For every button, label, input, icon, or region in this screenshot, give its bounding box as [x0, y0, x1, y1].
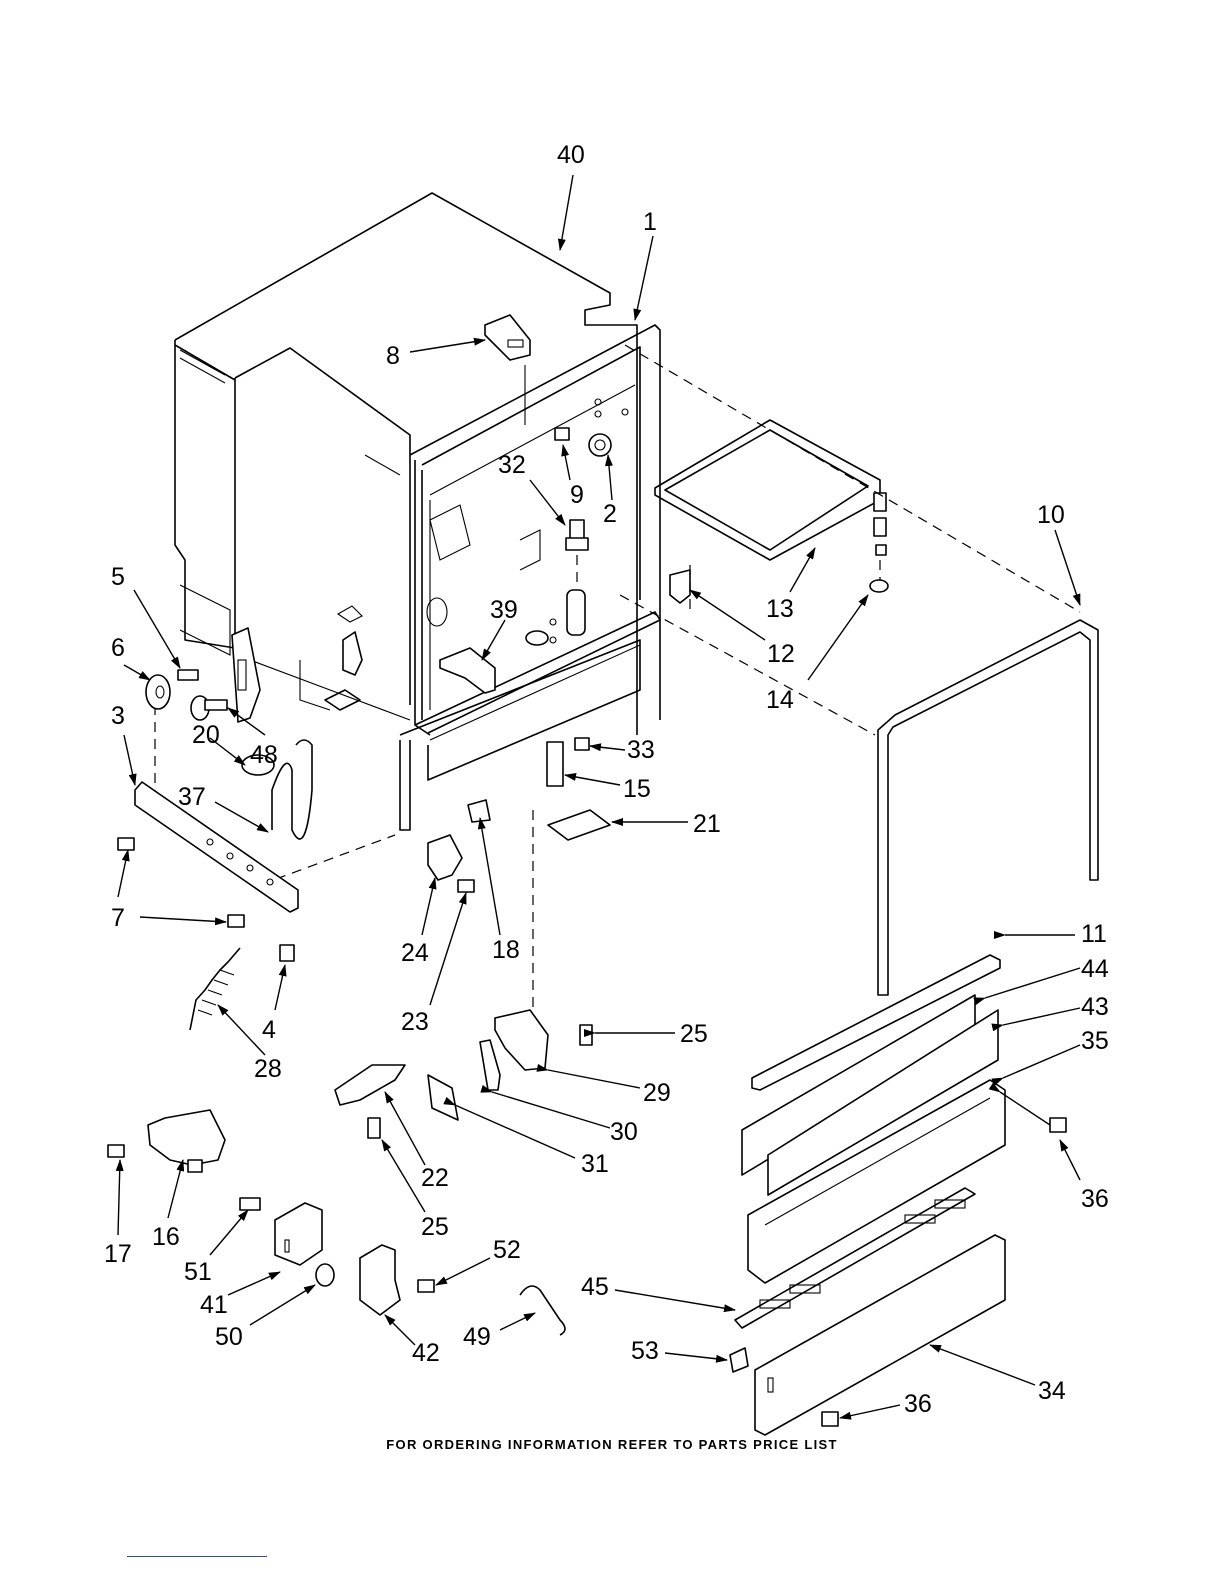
callout: 43	[1081, 993, 1109, 1021]
part-4-nut	[280, 945, 294, 961]
callout: 29	[643, 1079, 671, 1107]
callout: 51	[184, 1258, 212, 1286]
part-5-screw	[178, 670, 198, 680]
callout: 39	[490, 596, 518, 624]
callout: 23	[401, 1008, 429, 1036]
callout: 22	[421, 1164, 449, 1192]
callout: 2	[603, 500, 617, 528]
part-24-switch	[428, 835, 462, 880]
callout: 10	[1037, 501, 1065, 529]
part-37-hose	[272, 740, 312, 839]
part-32-fill-valve-nozzle	[566, 520, 588, 635]
part-49-clip	[520, 1286, 565, 1335]
part-17-screw	[108, 1145, 124, 1157]
part-hinge-bracket	[232, 628, 260, 722]
part-42-bracket	[360, 1245, 400, 1315]
callout-labels: 40 1 8 9 2 32 10 13 14 12 39 5 6 3 20 48…	[104, 141, 1109, 1418]
part-10-frame	[878, 620, 1098, 995]
callout: 53	[631, 1337, 659, 1365]
callout: 32	[498, 451, 526, 479]
leader-lines	[118, 175, 1080, 1418]
callout: 24	[401, 939, 429, 967]
guide-lines	[155, 345, 1080, 1020]
callout: 50	[215, 1323, 243, 1351]
callout: 30	[610, 1118, 638, 1146]
part-2-sensor	[589, 399, 628, 456]
callout: 20	[192, 721, 220, 749]
callout: 42	[412, 1339, 440, 1367]
callout: 1	[643, 208, 657, 236]
callout: 7	[111, 904, 125, 932]
callout: 8	[386, 342, 400, 370]
part-21-pad	[548, 810, 610, 840]
callout: 34	[1038, 1377, 1066, 1405]
callout: 36	[904, 1390, 932, 1418]
part-15-standoff	[547, 742, 563, 786]
part-41-bracket	[275, 1203, 322, 1265]
callout: 49	[463, 1323, 491, 1351]
callout: 12	[767, 640, 795, 668]
callout: 40	[557, 141, 585, 169]
part-22-clip	[335, 1065, 405, 1105]
callout: 25	[680, 1020, 708, 1048]
part-50-nut	[316, 1264, 334, 1286]
callout: 36	[1081, 1185, 1109, 1213]
callout: 15	[623, 775, 651, 803]
callout: 6	[111, 634, 125, 662]
callout: 16	[152, 1223, 180, 1251]
part-18-thermostat	[468, 800, 490, 822]
ordering-info-footer: FOR ORDERING INFORMATION REFER TO PARTS …	[0, 1437, 1224, 1452]
callout: 48	[250, 741, 278, 769]
callout: 31	[581, 1150, 609, 1178]
callout: 25	[421, 1213, 449, 1241]
part-30-actuator	[480, 1040, 500, 1090]
callout: 9	[570, 481, 584, 509]
callout: 21	[693, 810, 721, 838]
callout: 14	[766, 686, 794, 714]
part-9-screw	[525, 365, 569, 440]
part-3-rail	[135, 782, 298, 912]
part-28-spring	[190, 948, 240, 1030]
callout: 4	[262, 1016, 276, 1044]
part-31-cover	[428, 1075, 458, 1120]
callout: 28	[254, 1055, 282, 1083]
callout: 37	[178, 783, 206, 811]
part-48-screw	[191, 696, 227, 720]
tub-assembly	[175, 193, 660, 830]
callout: 18	[492, 936, 520, 964]
callout: 41	[200, 1291, 228, 1319]
callout: 3	[111, 702, 125, 730]
part-23-screw	[458, 880, 474, 892]
callout: 33	[627, 736, 655, 764]
callout: 11	[1081, 920, 1107, 948]
callout: 45	[581, 1273, 609, 1301]
part-51-screw	[240, 1198, 260, 1210]
callout: 44	[1081, 955, 1109, 983]
callout: 52	[493, 1236, 521, 1264]
part-53-clip	[730, 1348, 748, 1372]
part-29-latch	[495, 1010, 548, 1070]
callout: 5	[111, 563, 125, 591]
part-33-nut	[575, 738, 589, 750]
part-16-valve	[148, 1110, 225, 1172]
callout: 35	[1081, 1027, 1109, 1055]
callout: 17	[104, 1240, 132, 1268]
callout: 13	[766, 595, 794, 623]
part-12-clip	[670, 570, 690, 603]
part-52-screw	[418, 1280, 434, 1292]
bottom-rule	[127, 1556, 267, 1557]
